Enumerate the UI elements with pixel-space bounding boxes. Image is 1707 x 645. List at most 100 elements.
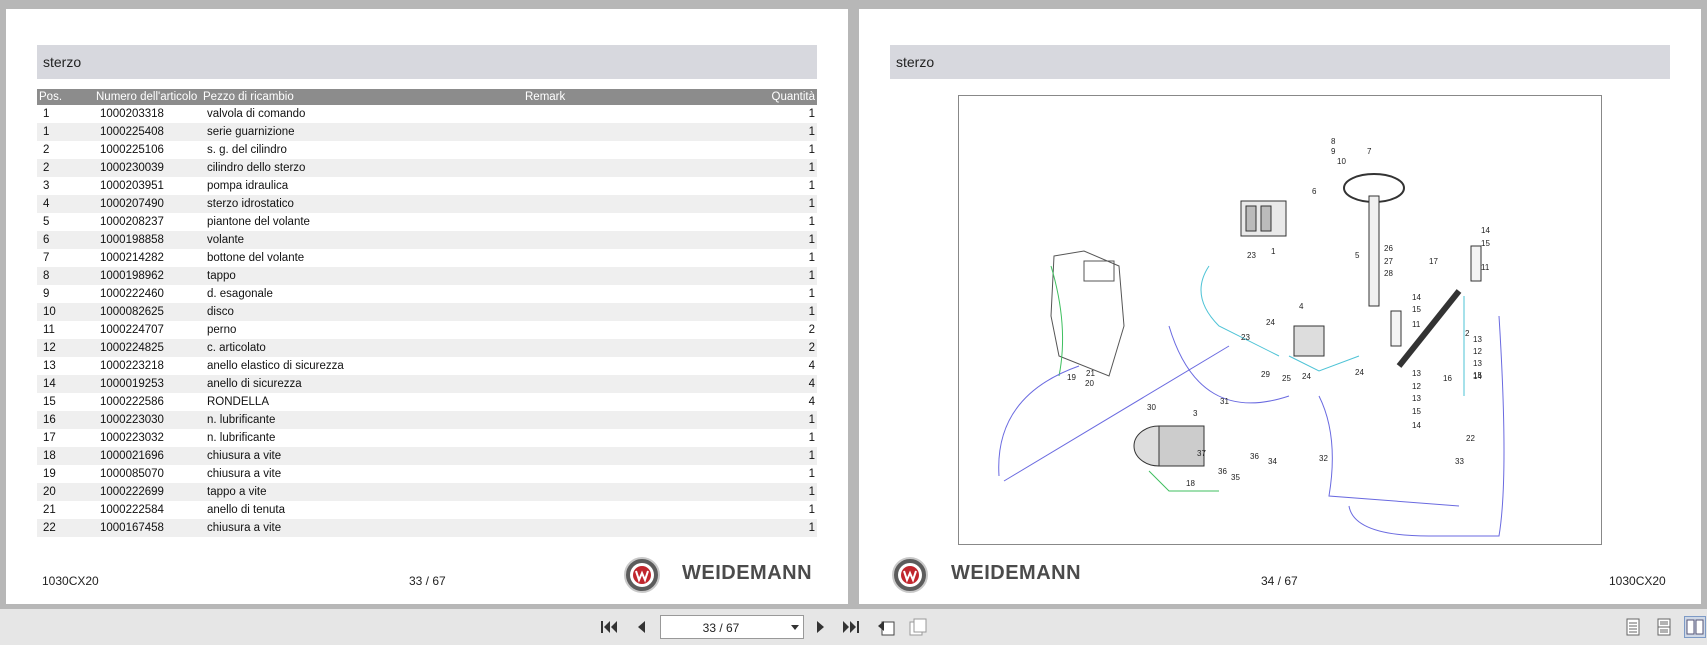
diagram-callout-label: 22	[1466, 434, 1475, 443]
cell-spare-part: s. g. del cilindro	[207, 144, 287, 156]
chevron-down-icon[interactable]	[791, 625, 799, 630]
right-page: sterzo	[859, 9, 1701, 604]
diagram-callout-label: 29	[1261, 370, 1270, 379]
cell-spare-part: d. esagonale	[207, 288, 273, 300]
cell-remark	[523, 177, 725, 195]
cell-quantity: 1	[725, 231, 817, 249]
cell-remark	[523, 141, 725, 159]
cell-pos: 16	[37, 411, 94, 429]
continuous-view-icon[interactable]	[1653, 616, 1675, 638]
cell-pos: 14	[37, 375, 94, 393]
two-page-view-icon[interactable]	[1684, 616, 1706, 638]
diagram-callout-label: 14	[1412, 421, 1421, 430]
col-quantity: Quantità	[725, 89, 817, 105]
diagram-callout-label: 8	[1331, 137, 1336, 146]
cell-quantity: 1	[725, 447, 817, 465]
cell-pos: 4	[37, 195, 94, 213]
cell-article-number: 1000223032	[100, 432, 164, 444]
cell-remark	[523, 105, 725, 123]
section-title: sterzo	[43, 54, 82, 70]
cell-spare-part: perno	[207, 324, 237, 336]
diagram-callout-label: 15	[1412, 305, 1421, 314]
cell-article-number: 1000225106	[100, 144, 164, 156]
cell-spare-part: chiusura a vite	[201, 519, 523, 537]
cell-article-number: 1000222584	[100, 504, 164, 516]
cell-article-number: 1000198858	[94, 231, 201, 249]
cell-spare-part: n. lubrificante	[201, 411, 523, 429]
diagram-callout-label: 28	[1384, 269, 1393, 278]
cell-pos: 22	[37, 519, 94, 537]
section-header: sterzo	[890, 45, 1670, 79]
cell-quantity: 4	[808, 360, 815, 372]
footer-model: 1030CX20	[42, 574, 99, 588]
diagram-callout-label: 37	[1197, 449, 1206, 458]
next-page-icon[interactable]	[810, 616, 832, 638]
cell-article-number: 1000203318	[100, 108, 164, 120]
cell-article-number: 1000225408	[94, 123, 201, 141]
cell-article-number: 1000222586	[100, 396, 164, 408]
col-pos: Pos.	[37, 89, 94, 105]
cell-pos: 18	[37, 447, 94, 465]
cell-remark	[523, 303, 725, 321]
previous-page-icon[interactable]	[630, 616, 652, 638]
cell-remark	[523, 411, 725, 429]
cell-article-number: 1000230039	[94, 159, 201, 177]
diagram-callout-label: 27	[1384, 257, 1393, 266]
cell-spare-part: c. articolato	[201, 339, 523, 357]
go-back-icon[interactable]	[875, 616, 897, 638]
cell-quantity: 1	[808, 252, 815, 264]
cell-pos: 2	[43, 144, 50, 156]
cell-pos: 19	[43, 468, 56, 480]
go-forward-icon[interactable]	[907, 616, 929, 638]
diagram-callout-label: 25	[1282, 374, 1291, 383]
diagram-callout-label: 16	[1443, 374, 1452, 383]
cell-spare-part: disco	[201, 303, 523, 321]
diagram-callout-label: 32	[1319, 454, 1328, 463]
single-page-view-icon[interactable]	[1622, 616, 1644, 638]
diagram-callout-label: 26	[1384, 244, 1393, 253]
cell-quantity: 1	[725, 123, 817, 141]
cell-quantity: 1	[808, 504, 815, 516]
diagram-callout-label: 35	[1231, 473, 1240, 482]
cell-pos: 9	[43, 288, 50, 300]
first-page-icon[interactable]	[598, 616, 620, 638]
cell-quantity: 1	[725, 519, 817, 537]
cell-spare-part: volante	[201, 231, 523, 249]
diagram-callout-label: 13	[1412, 369, 1421, 378]
diagram-callout-label: 4	[1299, 302, 1304, 311]
diagram-callout-label: 31	[1220, 397, 1229, 406]
cell-remark	[523, 249, 725, 267]
cell-quantity: 1	[725, 267, 817, 285]
page-number-input[interactable]: 33 / 67	[660, 615, 804, 639]
cell-quantity: 1	[808, 108, 815, 120]
weidemann-logo-icon	[624, 557, 660, 593]
diagram-callout-label: 15	[1481, 239, 1490, 248]
last-page-icon[interactable]	[840, 616, 862, 638]
diagram-callout-label: 21	[1086, 369, 1095, 378]
diagram-callout-label: 9	[1331, 147, 1336, 156]
diagram-callout-label: 13	[1473, 335, 1482, 344]
cell-article-number: 1000198962	[94, 267, 201, 285]
cell-pos: 3	[43, 180, 50, 192]
diagram-callout-label: 23	[1241, 333, 1250, 342]
cell-quantity: 1	[725, 195, 817, 213]
cell-quantity: 4	[808, 396, 815, 408]
cell-remark	[523, 519, 725, 537]
